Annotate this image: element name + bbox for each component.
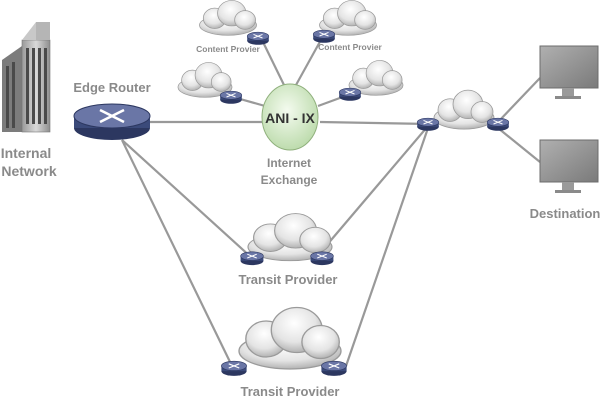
transit-provider-label-1: Transit Provider [239,272,338,287]
content-provider-cloud-2 [312,0,377,44]
content-provider-label-1: Content Provier [196,44,260,54]
router-icon [320,360,348,377]
ix-caption-label-1: Internet [267,156,311,170]
monitor-icon [539,139,599,193]
router-icon [219,90,243,105]
transit-provider-label-2: Transit Provider [241,384,340,399]
office-building-icon [2,22,51,133]
link-edge-transit2 [121,139,233,367]
monitor-icon [539,45,599,99]
transit-provider-cloud-1 [240,212,334,266]
router-icon [240,251,264,266]
router-icon [312,29,336,44]
router-icon [486,117,510,132]
internal-network-label-1: Internal [1,145,52,161]
link-ix-cp2 [295,37,323,86]
destination-provider-cloud [416,89,510,132]
content-provider-cloud-3 [177,62,243,105]
router-icon [416,117,440,132]
link-right-dest1 [497,77,541,123]
edge-router-icon [73,103,151,140]
content-provider-cloud-1 [199,0,270,46]
router-icon [246,31,270,46]
ix-name-label: ANI - IX [265,110,315,126]
link-ix-right [319,120,431,126]
content-provider-cloud-4 [338,60,404,102]
link-edge-transit1 [121,139,253,259]
link-transit2-right [344,127,430,367]
router-icon [220,360,248,377]
router-icon [338,87,362,102]
router-icon [310,251,334,266]
internet-exchange-icon [261,83,319,151]
link-transit1-right [325,125,429,247]
edge-router-label: Edge Router [73,80,150,95]
transit-provider-cloud-2 [220,306,348,377]
link-right-dest2 [497,127,541,163]
link-ix-cp1 [261,39,285,86]
content-provider-label-2: Content Provier [318,42,382,52]
internal-network-label-2: Network [1,163,56,179]
destination-label: Destination [530,206,600,221]
ix-caption-label-2: Exchange [261,173,318,187]
links [121,37,541,367]
